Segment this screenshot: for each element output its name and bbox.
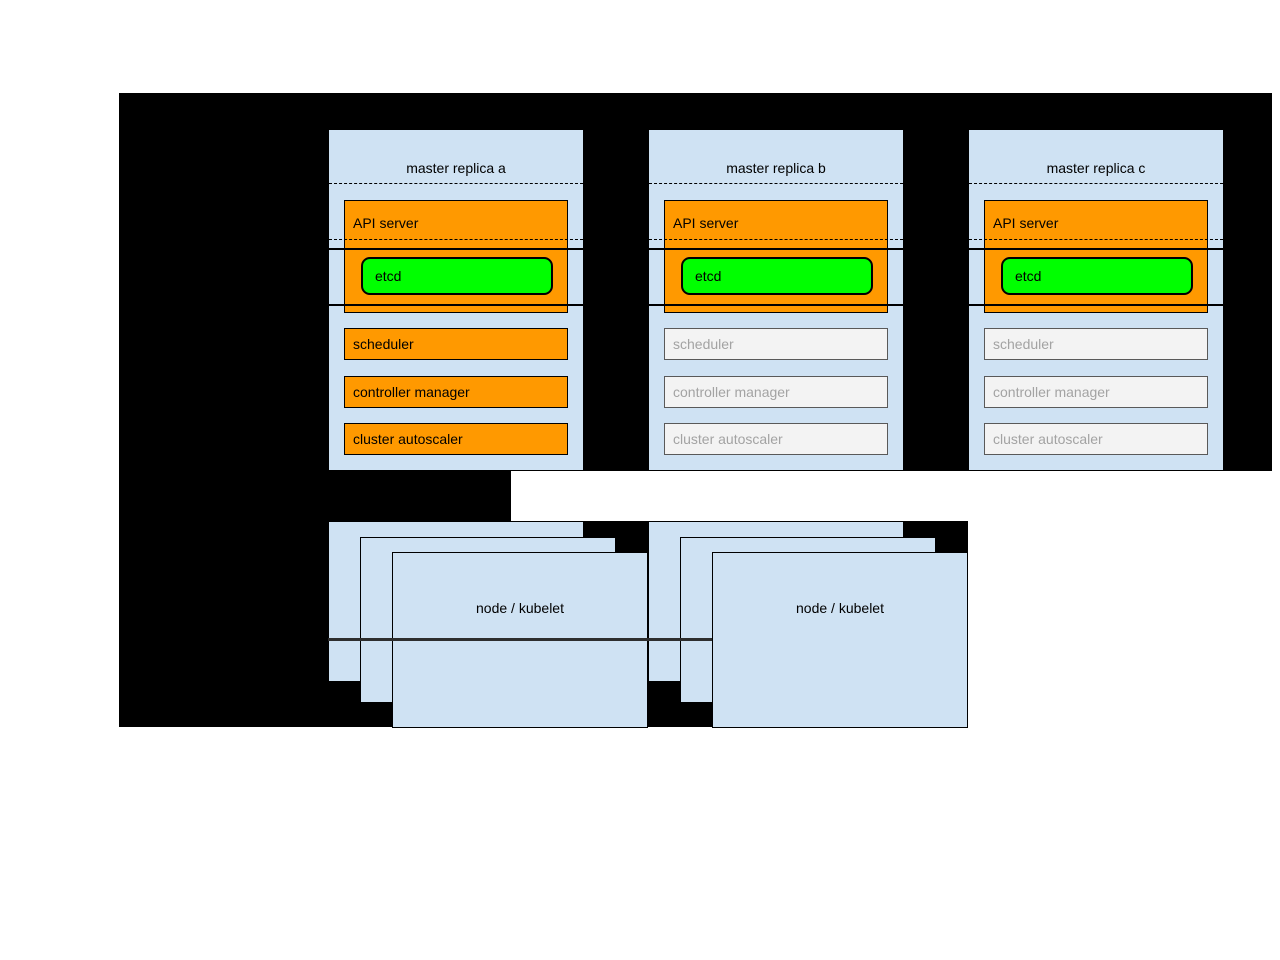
divider-dashed bbox=[649, 183, 903, 184]
controller-manager-box: controller manager bbox=[664, 376, 888, 408]
cluster-autoscaler-box: cluster autoscaler bbox=[984, 423, 1208, 455]
etcd-label: etcd bbox=[695, 268, 722, 284]
scheduler-label: scheduler bbox=[673, 336, 734, 352]
api-server-box: API server etcd bbox=[344, 200, 568, 313]
divider-dashed bbox=[329, 183, 583, 184]
cluster-autoscaler-label: cluster autoscaler bbox=[353, 431, 463, 447]
divider-solid bbox=[649, 248, 903, 250]
scheduler-label: scheduler bbox=[993, 336, 1054, 352]
node-kubelet-label: node / kubelet bbox=[476, 600, 564, 616]
scheduler-box: scheduler bbox=[344, 328, 568, 360]
etcd-label: etcd bbox=[1015, 268, 1042, 284]
cluster-autoscaler-label: cluster autoscaler bbox=[993, 431, 1103, 447]
controller-manager-box: controller manager bbox=[984, 376, 1208, 408]
cluster-autoscaler-label: cluster autoscaler bbox=[673, 431, 783, 447]
scheduler-box: scheduler bbox=[984, 328, 1208, 360]
divider-solid bbox=[329, 304, 583, 306]
master-replica-c-title: master replica c bbox=[1046, 160, 1146, 176]
divider-dashed bbox=[969, 239, 1223, 240]
divider-solid bbox=[329, 248, 583, 250]
master-replica-a-title: master replica a bbox=[406, 160, 506, 176]
etcd-label: etcd bbox=[375, 268, 402, 284]
divider-dashed bbox=[649, 239, 903, 240]
api-server-label: API server bbox=[353, 215, 419, 231]
master-replica-c-box: master replica c API server etcd schedul… bbox=[968, 129, 1224, 471]
divider-solid bbox=[969, 304, 1223, 306]
node-box-front: node / kubelet bbox=[712, 552, 968, 728]
scheduler-box: scheduler bbox=[664, 328, 888, 360]
controller-manager-label: controller manager bbox=[673, 384, 790, 400]
api-server-box: API server etcd bbox=[664, 200, 888, 313]
api-server-label: API server bbox=[993, 215, 1059, 231]
api-server-box: API server etcd bbox=[984, 200, 1208, 313]
divider-dashed bbox=[329, 239, 583, 240]
controller-manager-box: controller manager bbox=[344, 376, 568, 408]
divider-solid bbox=[649, 304, 903, 306]
controller-manager-label: controller manager bbox=[353, 384, 470, 400]
etcd-box: etcd bbox=[1001, 257, 1193, 295]
divider-dashed bbox=[969, 183, 1223, 184]
node-divider-line bbox=[328, 638, 712, 641]
etcd-box: etcd bbox=[361, 257, 553, 295]
cluster-autoscaler-box: cluster autoscaler bbox=[344, 423, 568, 455]
master-replica-b-title: master replica b bbox=[726, 160, 826, 176]
node-kubelet-label: node / kubelet bbox=[796, 600, 884, 616]
divider-solid bbox=[969, 248, 1223, 250]
master-replica-b-box: master replica b API server etcd schedul… bbox=[648, 129, 904, 471]
scheduler-label: scheduler bbox=[353, 336, 414, 352]
cluster-autoscaler-box: cluster autoscaler bbox=[664, 423, 888, 455]
etcd-box: etcd bbox=[681, 257, 873, 295]
master-replica-a-box: master replica a API server etcd schedul… bbox=[328, 129, 584, 471]
api-server-label: API server bbox=[673, 215, 739, 231]
controller-manager-label: controller manager bbox=[993, 384, 1110, 400]
